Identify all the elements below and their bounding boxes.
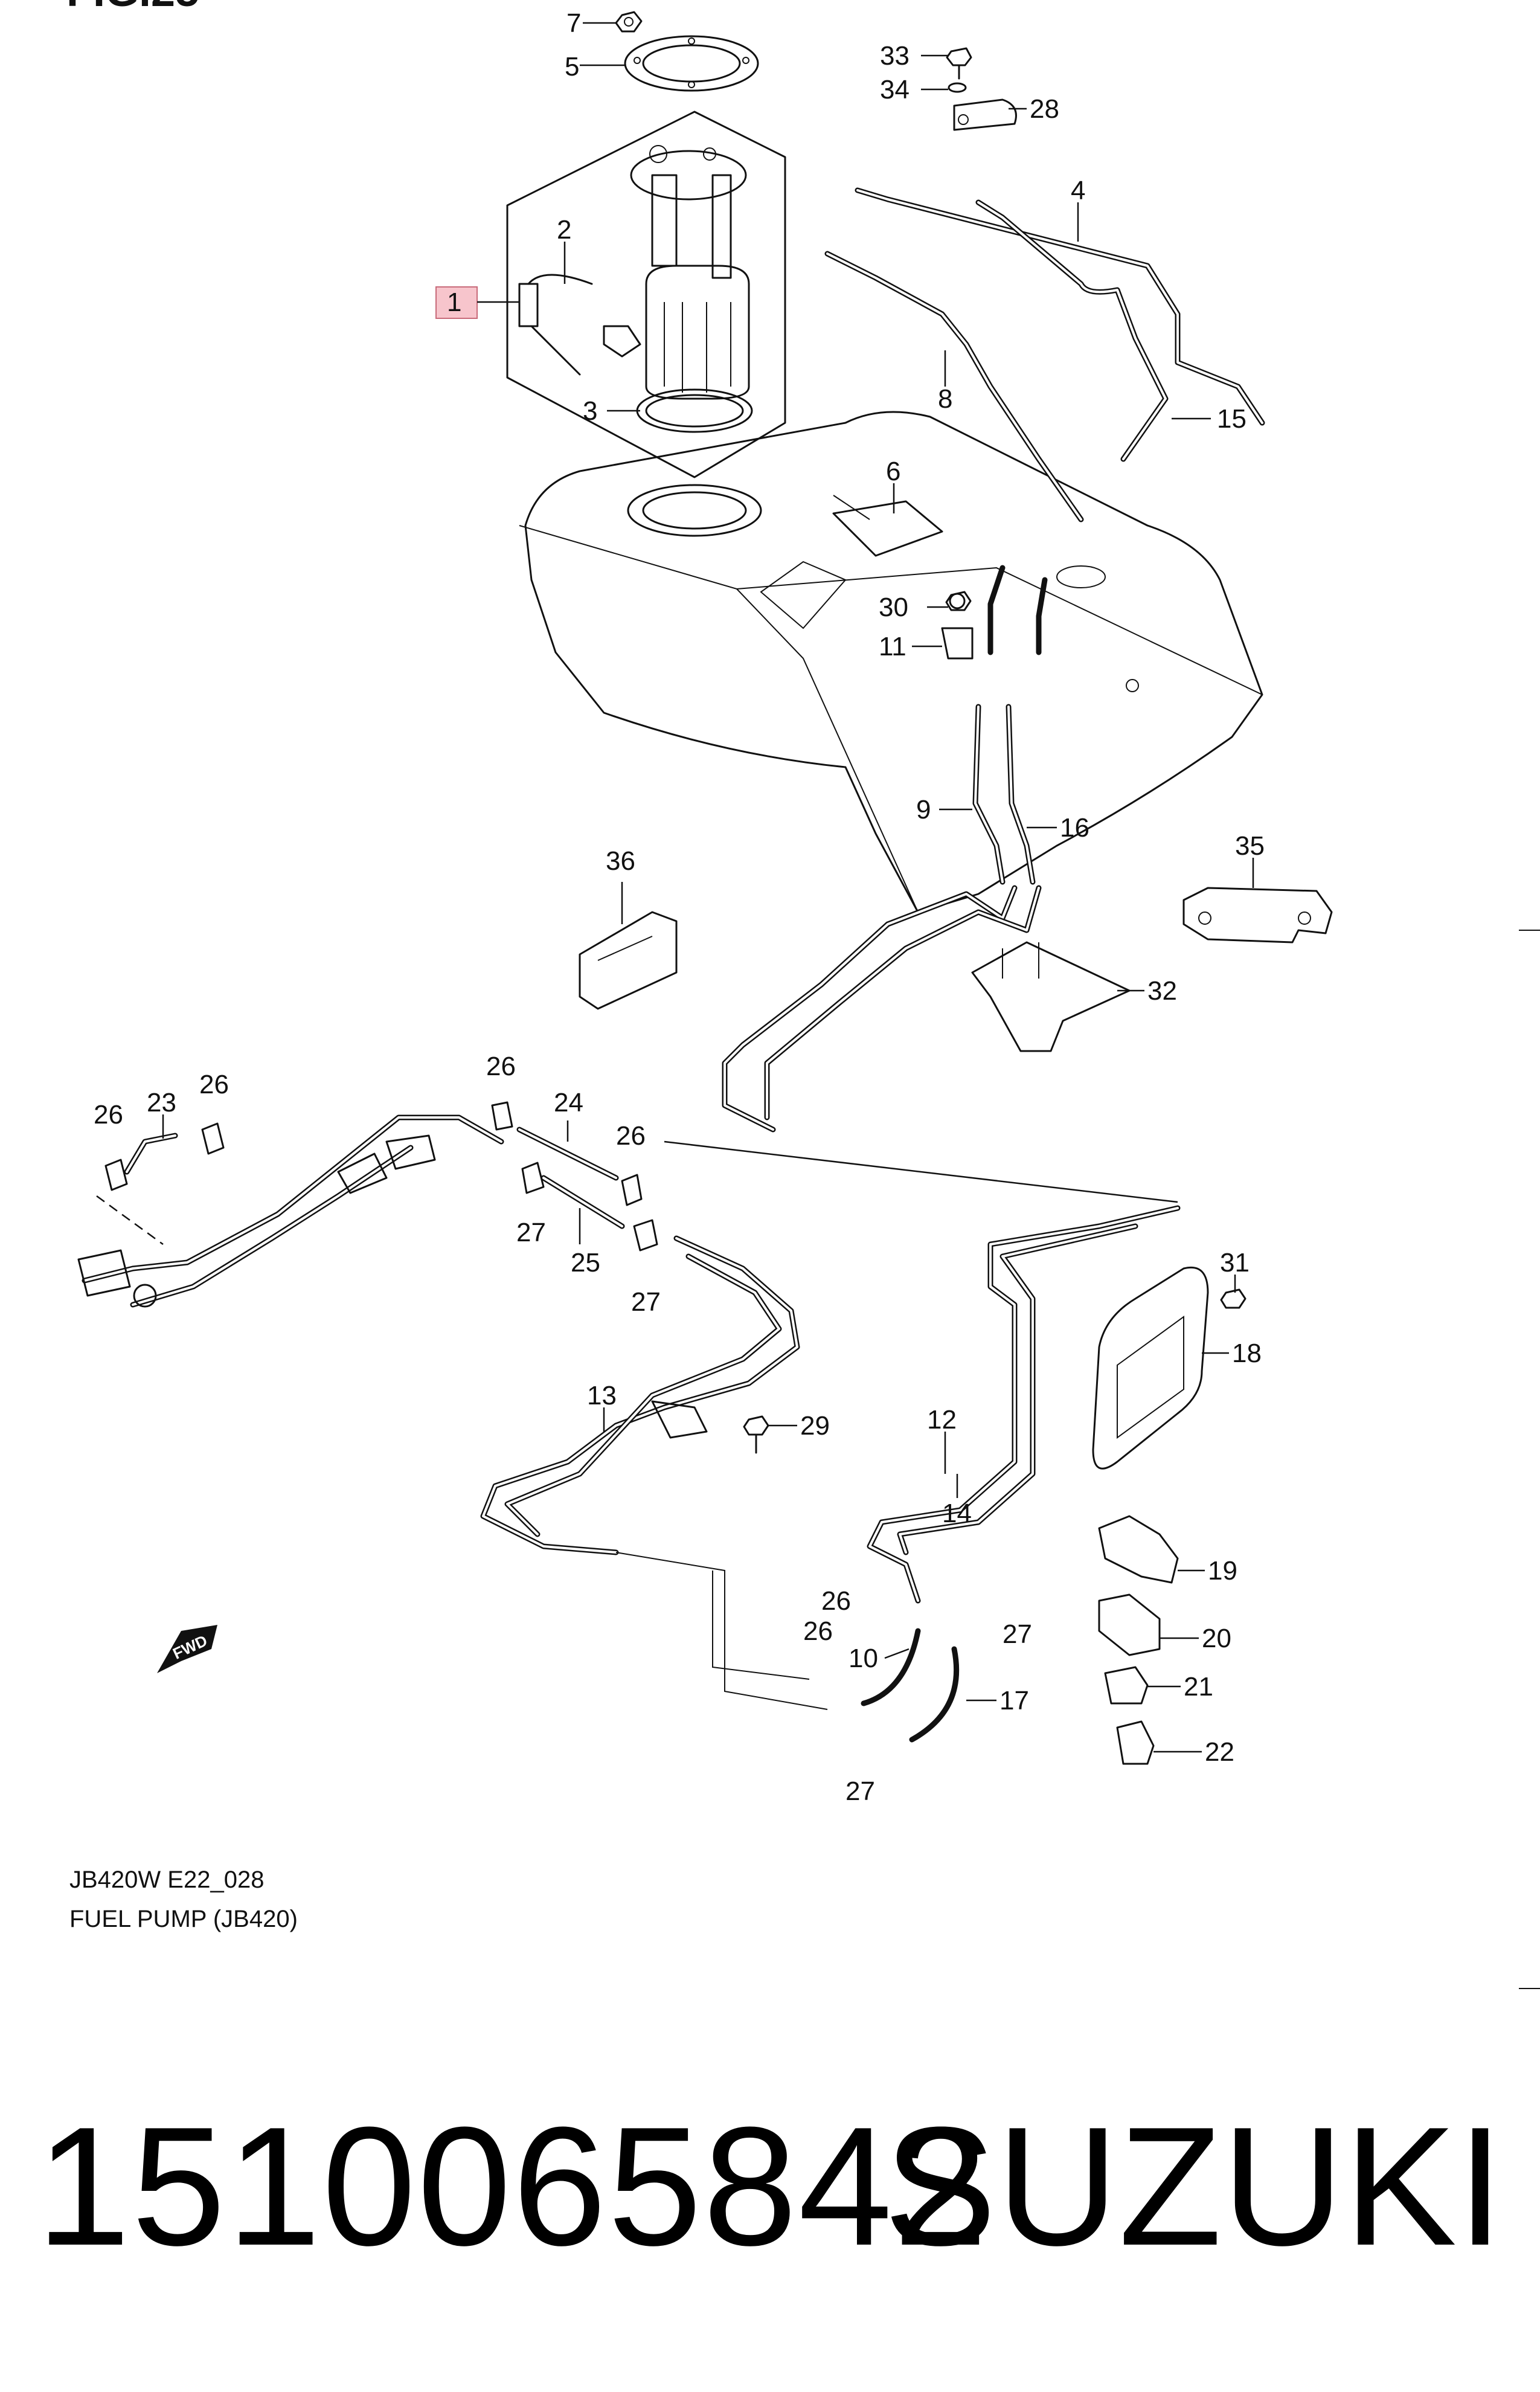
callout-10: 10 (849, 1644, 878, 1673)
tank-hoses (941, 565, 1048, 885)
callout-5: 5 (565, 52, 579, 82)
callout-12: 12 (927, 1405, 957, 1435)
callout-3: 3 (583, 396, 597, 426)
retaining-ring (624, 35, 759, 92)
callout-16: 16 (1060, 813, 1089, 843)
highlight-box-part-1 (435, 286, 478, 319)
callout-19: 19 (1208, 1556, 1237, 1586)
callout-27b: 27 (631, 1287, 661, 1317)
tank-mount-bracket (971, 941, 1131, 1052)
bolts (743, 591, 1246, 1454)
callout-14: 14 (942, 1499, 972, 1528)
callout-2: 2 (557, 215, 571, 245)
main-fuel-lines (722, 885, 1042, 1133)
lower-fuel-lines (480, 1235, 828, 1710)
product-info-bar (0, 1993, 1540, 2392)
callout-27d: 27 (845, 1776, 875, 1806)
parts-diagram: FIG.25 (66, 0, 1540, 1989)
callout-21: 21 (1184, 1672, 1213, 1702)
short-hose (124, 1133, 178, 1175)
hoses-24-25 (516, 1127, 625, 1229)
callout-27c: 27 (1003, 1619, 1032, 1649)
callout-4: 4 (1071, 176, 1085, 205)
callout-13: 13 (587, 1381, 617, 1410)
callout-36: 36 (606, 846, 635, 876)
callout-15: 15 (1217, 404, 1246, 434)
figure-title: FIG.25 (66, 0, 199, 16)
nut (615, 11, 643, 33)
right-fuel-lines (867, 1205, 1181, 1604)
callout-28: 28 (1030, 94, 1059, 124)
leader-lines (162, 22, 1254, 1753)
gasket (636, 388, 753, 433)
callout-30: 30 (879, 593, 908, 622)
fuel-level-gauge (518, 274, 641, 376)
callout-31: 31 (1220, 1248, 1250, 1278)
callout-27a: 27 (516, 1218, 546, 1247)
clamp-bolt-washer (946, 47, 1017, 131)
callout-20: 20 (1202, 1624, 1231, 1653)
pipe-clips (1098, 1515, 1179, 1765)
injector-rail (77, 1114, 504, 1308)
callout-26a: 26 (94, 1100, 123, 1130)
callout-labels: 1 2 3 4 5 6 7 8 9 10 11 12 13 14 15 16 1… (94, 8, 1265, 1806)
callout-17: 17 (999, 1686, 1029, 1715)
pipe-guard (1092, 1267, 1209, 1470)
callout-26c: 26 (486, 1052, 516, 1081)
pipe-assembly-upper (824, 187, 1265, 522)
callout-35: 35 (1235, 831, 1265, 861)
part-number: 1510065842 (36, 2092, 989, 2281)
bottom-hoses (861, 1628, 960, 1743)
fuel-pump-exploded-view: FIG.25 (66, 0, 1540, 1989)
callout-26e: 26 (821, 1586, 851, 1616)
callout-26b: 26 (199, 1070, 229, 1099)
callout-32: 32 (1147, 976, 1177, 1006)
pipe-holder-bracket (1182, 887, 1333, 944)
pump-assembly-frame (506, 111, 786, 478)
diagram-caption: FUEL PUMP (JB420) (69, 1906, 298, 1932)
callout-11: 11 (879, 632, 906, 661)
left-bracket (579, 911, 678, 1010)
tank-bracket (832, 495, 943, 557)
callout-1: 1 (447, 288, 461, 317)
callout-29: 29 (800, 1411, 830, 1441)
reference-line (664, 1140, 1178, 1203)
fuel-tank (524, 411, 1263, 913)
callout-25: 25 (571, 1248, 600, 1278)
forward-arrow: FWD (157, 1625, 217, 1673)
fuel-pump-body (630, 145, 750, 400)
callout-6: 6 (886, 457, 900, 486)
hose-clamps-left (104, 1101, 658, 1252)
callout-34: 34 (880, 75, 910, 104)
brand-name: SUZUKI (884, 2092, 1504, 2281)
callout-26d: 26 (616, 1121, 646, 1151)
diagram-code: JB420W E22_028 (69, 1866, 264, 1893)
callout-18: 18 (1232, 1339, 1262, 1368)
callout-9: 9 (916, 795, 931, 825)
callout-23: 23 (147, 1088, 176, 1117)
callout-33: 33 (880, 41, 910, 71)
callout-22: 22 (1205, 1737, 1234, 1767)
callout-26f: 26 (803, 1616, 833, 1646)
callout-8: 8 (938, 384, 952, 414)
callout-24: 24 (554, 1088, 583, 1117)
callout-7: 7 (566, 8, 581, 38)
